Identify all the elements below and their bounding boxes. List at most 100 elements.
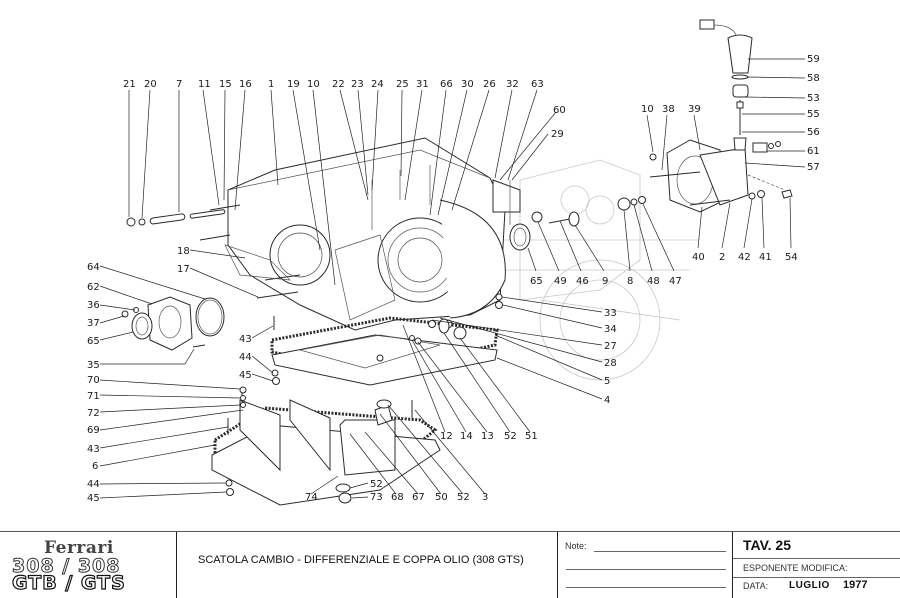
callout-29: 29 xyxy=(551,129,564,140)
callout-6: 6 xyxy=(92,461,98,472)
callout-69: 69 xyxy=(87,425,100,436)
callout-13: 13 xyxy=(481,431,494,442)
lower-sump xyxy=(211,386,441,506)
callout-63: 63 xyxy=(531,79,544,90)
callout-12: 12 xyxy=(440,431,453,442)
callout-42: 42 xyxy=(738,252,751,263)
callout-46: 46 xyxy=(576,276,589,287)
callout-45-center: 45 xyxy=(239,370,252,381)
callout-47: 47 xyxy=(669,276,682,287)
callout-23: 23 xyxy=(351,79,364,90)
callout-5: 5 xyxy=(604,376,610,387)
callout-3: 3 xyxy=(482,492,488,503)
callout-58: 58 xyxy=(807,73,820,84)
callout-48: 48 xyxy=(647,276,660,287)
callout-9: 9 xyxy=(602,276,608,287)
table-number: TAV. 25 xyxy=(743,537,791,553)
callout-8: 8 xyxy=(627,276,633,287)
drawing-title-cell: SCATOLA CAMBIO - DIFFERENZIALE E COPPA O… xyxy=(176,532,557,598)
upper-oil-pan xyxy=(270,316,499,386)
callout-2: 2 xyxy=(719,252,725,263)
callout-20: 20 xyxy=(144,79,157,90)
callout-28: 28 xyxy=(604,358,617,369)
brand-logo: Ferrari 308 / 308 GTB / GTS xyxy=(0,532,176,598)
callout-16: 16 xyxy=(239,79,252,90)
callout-52-pan: 52 xyxy=(504,431,517,442)
drawing-title: SCATOLA CAMBIO - DIFFERENZIALE E COPPA O… xyxy=(198,554,524,566)
callout-43-left: 43 xyxy=(87,444,100,455)
callout-17: 17 xyxy=(177,264,190,275)
date-year: 1977 xyxy=(843,579,868,591)
callout-74: 74 xyxy=(305,492,318,503)
callout-14: 14 xyxy=(460,431,473,442)
callout-54: 54 xyxy=(785,252,798,263)
callout-33: 33 xyxy=(604,308,617,319)
callout-72: 72 xyxy=(87,408,100,419)
date-label: DATA: xyxy=(743,581,769,591)
exploded-parts-diagram: 21 20 7 11 15 16 1 19 10 22 23 24 25 31 … xyxy=(87,19,820,506)
right-middle-parts xyxy=(409,196,646,345)
model-numbers: 308 / 308 xyxy=(12,555,121,578)
callout-44-center: 44 xyxy=(239,352,252,363)
callout-36: 36 xyxy=(87,300,100,311)
notes-line-2 xyxy=(566,569,726,570)
callout-73: 73 xyxy=(370,492,383,503)
callout-68: 68 xyxy=(391,492,404,503)
callout-19: 19 xyxy=(287,79,300,90)
speedometer-cover-assembly xyxy=(649,19,793,213)
callout-66: 66 xyxy=(440,79,453,90)
callout-4: 4 xyxy=(604,395,610,406)
info-cell: TAV. 25 ESPONENTE MODIFICA: DATA: LUGLIO… xyxy=(732,532,900,598)
callout-44-left: 44 xyxy=(87,479,100,490)
callout-10: 10 xyxy=(307,79,320,90)
callout-21: 21 xyxy=(123,79,136,90)
callout-26: 26 xyxy=(483,79,496,90)
callout-53: 53 xyxy=(807,93,820,104)
notes-label: Note: xyxy=(565,541,587,551)
callout-24: 24 xyxy=(371,79,384,90)
callout-1: 1 xyxy=(268,79,274,90)
callout-59: 59 xyxy=(807,54,820,65)
leader-lines xyxy=(99,58,806,499)
callout-11: 11 xyxy=(198,79,211,90)
callout-labels: 21 20 7 11 15 16 1 19 10 22 23 24 25 31 … xyxy=(87,54,820,504)
callout-52-drain: 52 xyxy=(370,479,383,490)
callout-37: 37 xyxy=(87,318,100,329)
callout-41: 41 xyxy=(759,252,772,263)
callout-71: 71 xyxy=(87,391,100,402)
callout-39: 39 xyxy=(688,104,701,115)
callout-40: 40 xyxy=(692,252,705,263)
callout-15: 15 xyxy=(219,79,232,90)
callout-7: 7 xyxy=(176,79,182,90)
info-divider-2 xyxy=(733,577,900,578)
callout-61: 61 xyxy=(807,146,820,157)
callout-38: 38 xyxy=(662,104,675,115)
callout-56: 56 xyxy=(807,127,820,138)
callout-52-sump: 52 xyxy=(457,492,470,503)
left-parts xyxy=(121,209,226,351)
callout-10-cover: 10 xyxy=(641,104,654,115)
callout-18: 18 xyxy=(177,246,190,257)
callout-35: 35 xyxy=(87,360,100,371)
callout-65-left: 65 xyxy=(87,336,100,347)
gearbox-case xyxy=(199,137,521,331)
notes-cell: Note: xyxy=(557,532,732,598)
date-month: LUGLIO xyxy=(789,580,830,591)
callout-22: 22 xyxy=(332,79,345,90)
callout-70: 70 xyxy=(87,375,100,386)
callout-49: 49 xyxy=(554,276,567,287)
callout-64: 64 xyxy=(87,262,100,273)
callout-27: 27 xyxy=(604,341,617,352)
info-divider-1 xyxy=(733,558,900,559)
callout-31: 31 xyxy=(416,79,429,90)
notes-line-1 xyxy=(594,551,726,552)
callout-60: 60 xyxy=(553,105,566,116)
notes-line-3 xyxy=(566,587,726,588)
ferrari-wordmark: Ferrari xyxy=(44,538,114,558)
revision-label: ESPONENTE MODIFICA: xyxy=(743,563,848,573)
title-block: Ferrari 308 / 308 GTB / GTS SCATOLA CAMB… xyxy=(0,531,900,598)
callout-65-right: 65 xyxy=(530,276,543,287)
callout-57: 57 xyxy=(807,162,820,173)
callout-30: 30 xyxy=(461,79,474,90)
callout-50: 50 xyxy=(435,492,448,503)
